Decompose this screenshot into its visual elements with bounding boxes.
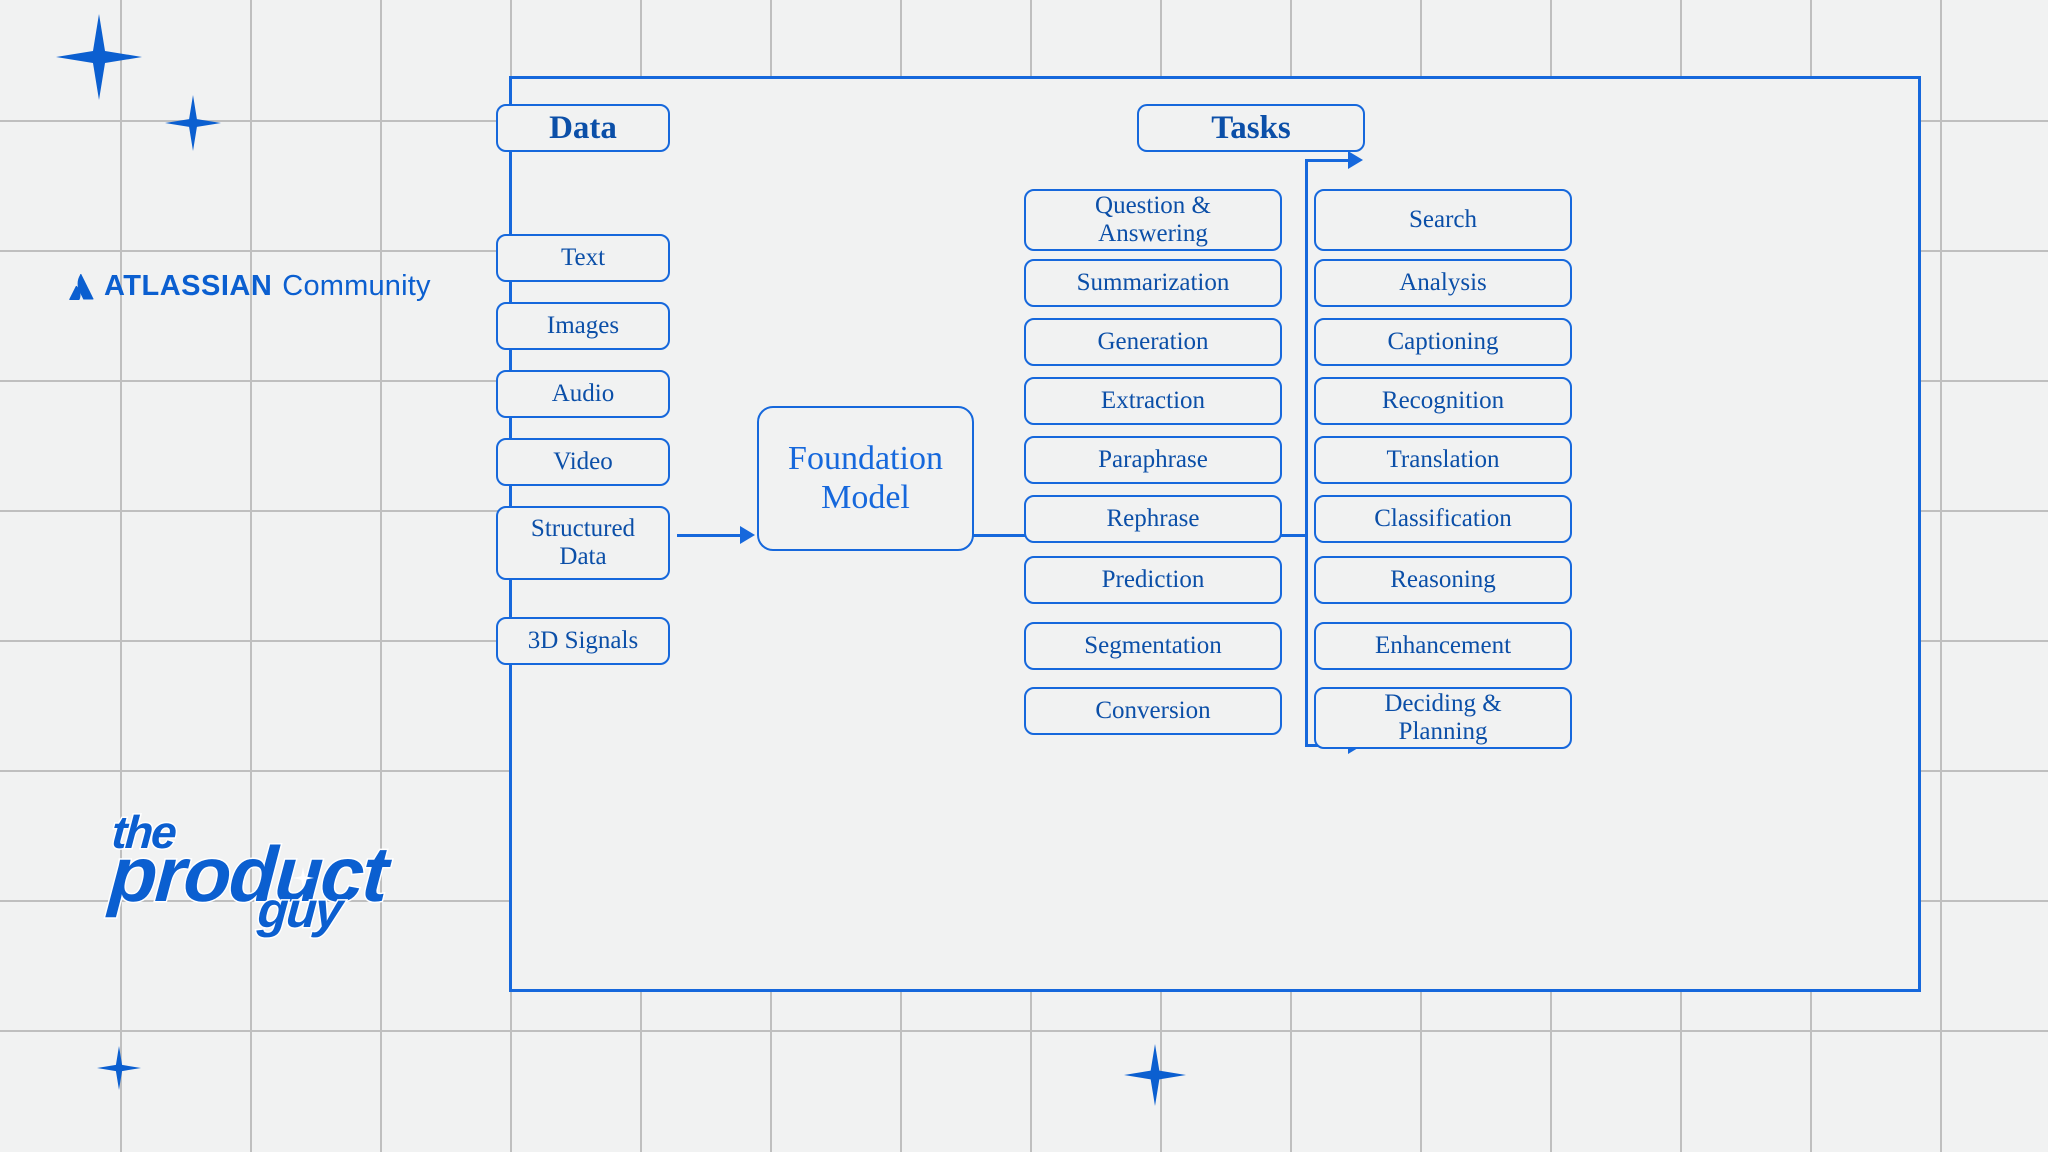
task-generation[interactable]: Generation (1024, 318, 1282, 366)
task-reasoning[interactable]: Reasoning (1314, 556, 1572, 604)
community-wordmark: Community (282, 270, 431, 302)
data-item-images[interactable]: Images (496, 302, 670, 350)
bracket-top-arrowhead (1348, 151, 1363, 169)
tasks-bracket-spine (1305, 159, 1308, 747)
data-item-3d-signals[interactable]: 3D Signals (496, 617, 670, 665)
data-to-model-arrowhead (740, 526, 755, 544)
task-paraphrase[interactable]: Paraphrase (1024, 436, 1282, 484)
tasks-column-header: Tasks (1137, 104, 1365, 152)
data-item-video[interactable]: Video (496, 438, 670, 486)
task-rephrase[interactable]: Rephrase (1024, 495, 1282, 543)
task-segmentation[interactable]: Segmentation (1024, 622, 1282, 670)
sparkle-large-top-left (56, 14, 142, 100)
task-question-answering[interactable]: Question &Answering (1024, 189, 1282, 251)
data-column-header: Data (496, 104, 670, 152)
bracket-top-line (1305, 159, 1353, 162)
task-search[interactable]: Search (1314, 189, 1572, 251)
task-classification[interactable]: Classification (1314, 495, 1572, 543)
data-to-model-line (677, 534, 745, 537)
tpg-line-guy: guy (255, 881, 345, 940)
task-enhancement[interactable]: Enhancement (1314, 622, 1572, 670)
task-recognition[interactable]: Recognition (1314, 377, 1572, 425)
task-translation[interactable]: Translation (1314, 436, 1572, 484)
task-prediction[interactable]: Prediction (1024, 556, 1282, 604)
task-captioning[interactable]: Captioning (1314, 318, 1572, 366)
task-analysis[interactable]: Analysis (1314, 259, 1572, 307)
task-extraction[interactable]: Extraction (1024, 377, 1282, 425)
sparkle-medium-bottom-center (1124, 1044, 1186, 1106)
sparkle-small-top-left (165, 95, 221, 151)
data-item-audio[interactable]: Audio (496, 370, 670, 418)
data-item-text[interactable]: Text (496, 234, 670, 282)
task-conversion[interactable]: Conversion (1024, 687, 1282, 735)
the-product-guy-logo: the product guy (105, 805, 390, 940)
atlassian-a-mark-icon (68, 273, 94, 300)
tpg-line-product: product (105, 829, 390, 920)
atlassian-wordmark: ATLASSIAN (104, 270, 273, 302)
task-summarization[interactable]: Summarization (1024, 259, 1282, 307)
atlassian-community-logo: ATLASSIAN Community (68, 270, 431, 303)
task-deciding-planning[interactable]: Deciding &Planning (1314, 687, 1572, 749)
sparkle-small-bottom-left (97, 1046, 141, 1090)
